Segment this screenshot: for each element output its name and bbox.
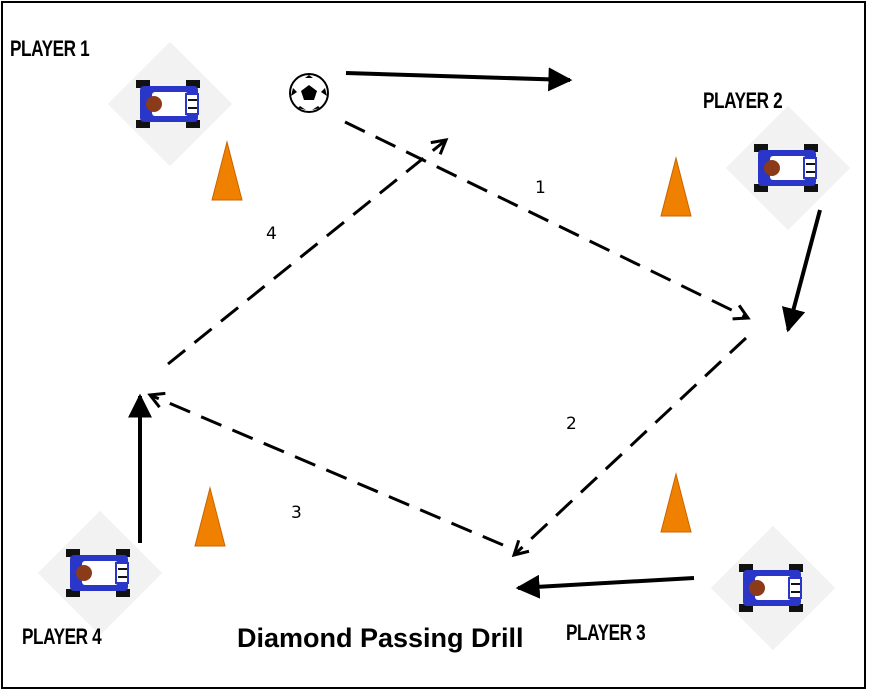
pass-number-2: 2 <box>566 414 577 434</box>
cone-icon <box>660 157 692 217</box>
pass-line-4 <box>167 140 446 366</box>
run-arrow-2 <box>781 209 822 333</box>
pass-line-3 <box>150 395 504 547</box>
cone-icon <box>660 473 692 533</box>
drill-title: Diamond Passing Drill <box>237 623 524 653</box>
run-arrow-3 <box>515 574 695 599</box>
pass-line-1 <box>344 120 748 318</box>
player-4-icon <box>36 509 164 637</box>
player-1-label: PLAYER 1 <box>10 36 90 61</box>
pass-number-4: 4 <box>266 224 277 244</box>
run-arrow-1 <box>345 67 573 92</box>
player-2-label: PLAYER 2 <box>703 88 783 113</box>
cone-icon <box>194 487 226 547</box>
soccer-ball-icon <box>289 73 329 113</box>
player-2-icon <box>724 104 852 232</box>
player-3-icon <box>709 524 837 652</box>
pass-number-3: 3 <box>291 503 302 523</box>
cone-icon <box>211 141 243 201</box>
player-1-icon <box>106 40 234 168</box>
player-4-label: PLAYER 4 <box>22 624 102 649</box>
pass-line-2 <box>514 336 748 555</box>
pass-number-1: 1 <box>535 178 546 198</box>
player-3-label: PLAYER 3 <box>566 620 646 645</box>
